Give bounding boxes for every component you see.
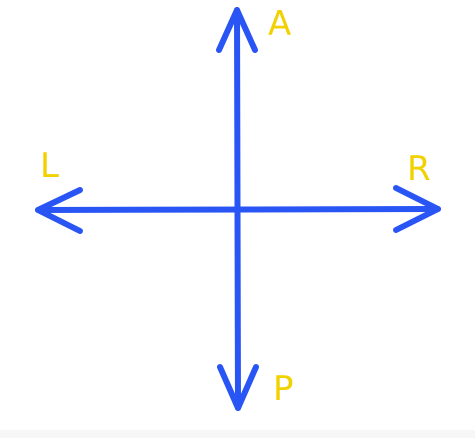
bottom-band [0,430,475,438]
arrowhead-right [393,185,441,233]
arrowhead-bottom [217,364,259,411]
label-right: R [407,149,431,189]
horizontal-axis-line [35,206,441,213]
arrowhead-left [35,187,83,234]
arrows-group [35,7,441,411]
arrowhead-top [216,7,258,53]
label-posterior: P [273,369,294,409]
label-left: L [40,146,59,186]
label-anterior: A [268,4,292,44]
